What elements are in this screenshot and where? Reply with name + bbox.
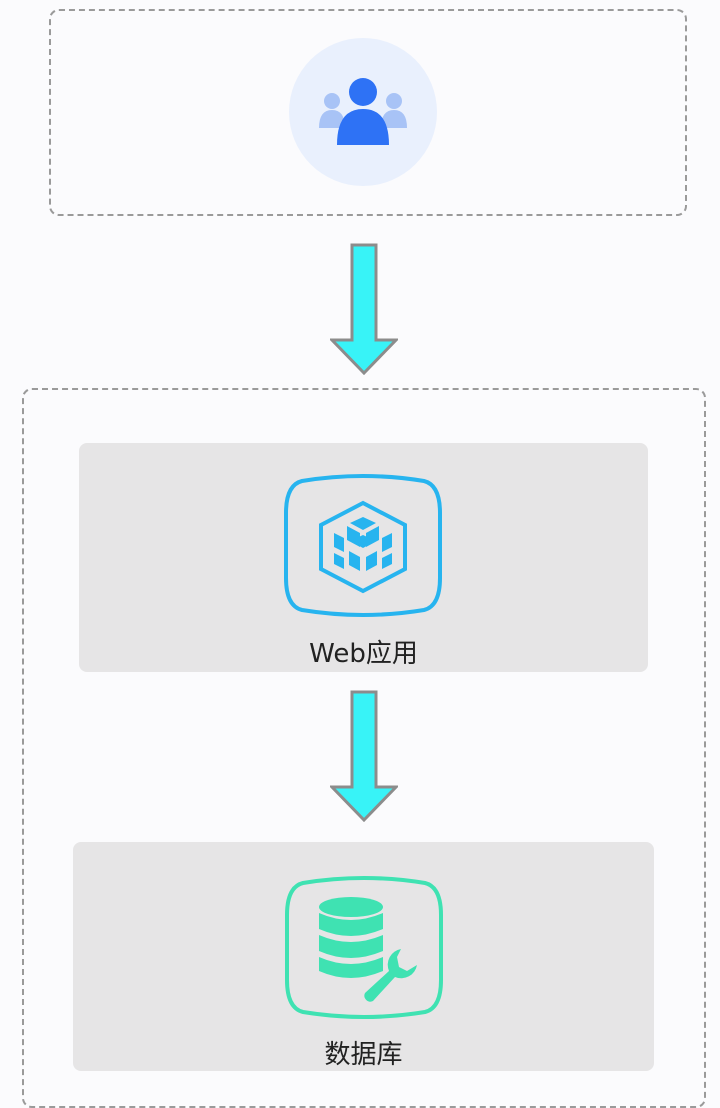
users-icon-badge xyxy=(289,38,437,186)
flow-arrow-web-to-db xyxy=(330,690,398,822)
database-card: 数据库 xyxy=(73,842,654,1071)
cube-cluster-icon xyxy=(284,474,442,617)
flow-arrow-users-to-web xyxy=(330,243,398,375)
database-icon-frame xyxy=(283,875,445,1020)
database-label: 数据库 xyxy=(324,1040,403,1070)
database-wrench-icon xyxy=(285,876,443,1019)
web-app-icon-frame xyxy=(282,473,444,618)
web-app-label: Web应用 xyxy=(309,639,418,669)
user-group-icon xyxy=(319,78,407,145)
down-arrow-icon xyxy=(330,690,398,822)
web-app-card: Web应用 xyxy=(79,443,648,672)
users-zone xyxy=(49,9,687,216)
down-arrow-icon xyxy=(330,243,398,375)
